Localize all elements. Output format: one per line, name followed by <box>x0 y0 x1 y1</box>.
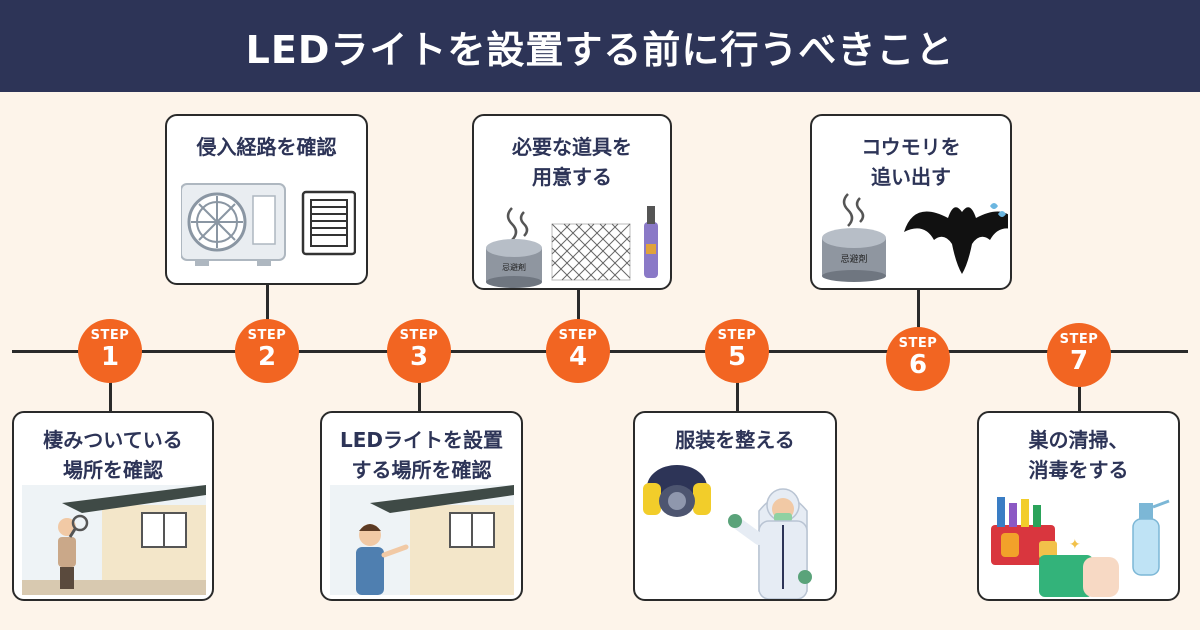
step-title: LEDライトを設置 する場所を確認 <box>339 428 503 482</box>
ac-unit-vent-illustration <box>181 183 356 266</box>
cleaning-supplies-illustration: ✦ <box>991 497 1170 597</box>
step-title: 服装を整える <box>675 428 795 452</box>
step-badge-6: STEP 6 <box>886 327 950 391</box>
connector-step-2 <box>266 285 269 351</box>
step-number: 6 <box>908 350 928 380</box>
repellent-bat-illustration: 忌避剤 <box>822 193 1008 282</box>
step-title: 必要な道具を 用意する <box>512 135 632 189</box>
step-label: STEP <box>399 328 439 343</box>
step-card-1: 棲みついている 場所を確認 <box>12 411 214 601</box>
house-inspection-illustration <box>22 485 206 595</box>
sparkle-icon: ✦ <box>1069 537 1081 553</box>
header-banner: LEDライトを設置する前に行うべきこと <box>0 0 1200 92</box>
step-card-4: 必要な道具を 用意する 忌避剤 <box>472 114 672 290</box>
step-number: 3 <box>409 342 429 372</box>
step-title: 巣の清掃、 消毒をする <box>1028 428 1129 482</box>
step-label: STEP <box>1059 332 1099 347</box>
step-number: 5 <box>727 342 747 372</box>
step-badge-1: STEP 1 <box>78 319 142 383</box>
step-card-3: LEDライトを設置 する場所を確認 <box>320 411 523 601</box>
led-location-illustration <box>330 485 514 595</box>
page-title: LEDライトを設置する前に行うべきこと <box>245 27 955 72</box>
step-badge-2: STEP 2 <box>235 319 299 383</box>
step-label: STEP <box>247 328 287 343</box>
step-badge-4: STEP 4 <box>546 319 610 383</box>
step-number: 2 <box>257 342 277 372</box>
step-label: STEP <box>898 336 938 351</box>
step-number: 7 <box>1069 346 1089 376</box>
step-card-2: 侵入経路を確認 <box>165 114 368 285</box>
protective-suit-illustration <box>643 465 812 599</box>
step-title: 棲みついている 場所を確認 <box>43 428 183 482</box>
step-badge-7: STEP 7 <box>1047 323 1111 387</box>
step-card-7: 巣の清掃、 消毒をする ✦ <box>977 411 1180 601</box>
step-label: STEP <box>90 328 130 343</box>
step-card-5: 服装を整える <box>633 411 837 601</box>
tools-illustration: 忌避剤 <box>486 206 658 288</box>
step-number: 1 <box>100 342 120 372</box>
step-title: 侵入経路を確認 <box>196 135 337 159</box>
step-badge-3: STEP 3 <box>387 319 451 383</box>
step-label: STEP <box>558 328 598 343</box>
step-number: 4 <box>568 342 588 372</box>
connector-step-6 <box>917 290 920 351</box>
step-title: コウモリを 追い出す <box>861 135 961 189</box>
can-label: 忌避剤 <box>840 253 867 265</box>
step-badge-5: STEP 5 <box>705 319 769 383</box>
step-card-6: コウモリを 追い出す 忌避剤 <box>810 114 1012 290</box>
step-label: STEP <box>717 328 757 343</box>
can-label: 忌避剤 <box>502 262 526 272</box>
